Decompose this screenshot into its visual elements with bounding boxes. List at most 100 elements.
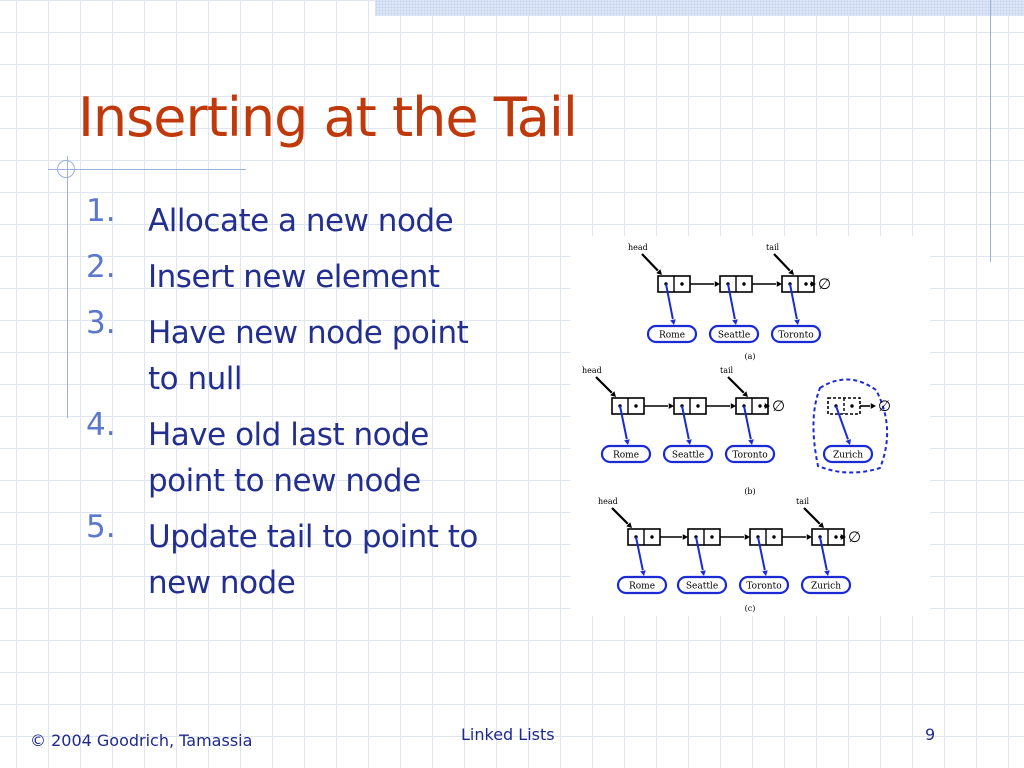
next-dot <box>834 535 838 539</box>
element-pointer-arrow <box>681 405 692 445</box>
arrow-shaft <box>789 283 798 320</box>
list-node <box>827 397 861 415</box>
new-node-outline <box>812 378 889 474</box>
element-pointer-arrow <box>757 536 768 576</box>
head-pointer-arrow <box>641 253 662 275</box>
element-label: Seattle <box>718 331 750 341</box>
arrow-head <box>840 534 846 540</box>
arrow-shaft <box>681 405 690 440</box>
arrow-head <box>824 570 830 576</box>
element-pointer-arrow <box>619 405 630 445</box>
next-dot <box>758 404 762 408</box>
arrow-head <box>744 534 750 540</box>
element-pill <box>646 324 698 344</box>
slide-title: Inserting at the Tail <box>78 86 578 149</box>
arrow-shaft <box>641 253 659 272</box>
arrow-head <box>762 570 768 576</box>
element-pill <box>676 575 728 595</box>
step-number: 5. <box>86 509 116 545</box>
arrow-shaft <box>819 536 828 571</box>
arrow-head <box>818 522 824 528</box>
arrow-head <box>794 319 800 325</box>
head-label: head <box>582 366 602 375</box>
arrow-head <box>845 439 851 445</box>
null-pointer-arrow <box>764 403 770 409</box>
head-pointer-arrow <box>611 507 632 528</box>
tail-label: tail <box>720 366 734 375</box>
footer-copyright: © 2004 Goodrich, Tamassia <box>30 731 253 750</box>
next-dot <box>772 535 776 539</box>
element-pill <box>662 444 714 464</box>
element-pill <box>738 575 790 595</box>
next-dot <box>680 282 684 286</box>
arrow-shaft <box>635 536 644 571</box>
next-pointer-arrow <box>644 403 674 409</box>
element-pill <box>822 444 874 464</box>
next-pointer-arrow <box>706 403 736 409</box>
tail-pointer-arrow <box>803 507 824 528</box>
list-node <box>657 275 691 293</box>
list-node <box>687 528 721 546</box>
arrow-shaft <box>803 507 821 525</box>
next-dot <box>710 535 714 539</box>
element-pill <box>724 444 776 464</box>
arrow-head <box>764 403 770 409</box>
null-pointer-arrow <box>810 281 816 287</box>
element-pointer-arrow <box>695 536 706 576</box>
element-pill <box>770 324 822 344</box>
step-text: Have old last node point to new node <box>148 417 429 499</box>
tail-label: tail <box>766 243 780 252</box>
element-pill <box>600 444 652 464</box>
arrow-head <box>670 319 676 325</box>
list-node <box>719 275 753 293</box>
element-label: Toronto <box>732 451 767 461</box>
arrow-head <box>742 391 748 397</box>
footer-page-number: 9 <box>925 725 936 744</box>
element-pointer-arrow <box>819 536 830 576</box>
element-label: Toronto <box>746 582 781 592</box>
next-pointer-arrow <box>660 534 688 540</box>
decorative-circle <box>57 160 75 178</box>
tail-pointer-arrow <box>727 376 748 397</box>
element-label: Toronto <box>778 331 813 341</box>
next-pointer-arrow <box>690 281 720 287</box>
step-number: 3. <box>86 305 116 341</box>
tail-label: tail <box>796 497 810 506</box>
next-dot <box>696 404 700 408</box>
arrow-head <box>668 403 674 409</box>
right-decorative-line <box>990 0 991 262</box>
step-text: Update tail to point to new node <box>148 519 478 601</box>
arrow-shaft <box>619 405 628 440</box>
arrow-shaft <box>595 376 613 394</box>
element-label: Rome <box>629 582 655 592</box>
next-dot <box>804 282 808 286</box>
panel-caption: (b) <box>744 487 755 496</box>
element-label: Seattle <box>672 451 704 461</box>
step-number: 1. <box>86 193 116 229</box>
element-pointer-arrow <box>665 283 676 325</box>
list-node <box>781 275 815 293</box>
null-symbol: ∅ <box>818 275 831 293</box>
null-symbol: ∅ <box>772 397 785 415</box>
arrow-head <box>730 403 736 409</box>
element-pill <box>708 324 760 344</box>
head-label: head <box>598 497 618 506</box>
arrow-head <box>686 439 692 445</box>
null-symbol: ∅ <box>878 397 891 415</box>
element-label: Zurich <box>811 582 841 592</box>
arrow-shaft <box>757 536 766 571</box>
null-pointer-arrow <box>860 403 876 409</box>
next-dot <box>634 404 638 408</box>
left-vertical-rule <box>67 156 68 418</box>
arrow-head <box>624 439 630 445</box>
arrow-head <box>714 281 720 287</box>
arrow-head <box>806 534 812 540</box>
panel-caption: (c) <box>745 604 756 613</box>
element-pointer-arrow <box>789 283 800 325</box>
null-symbol: ∅ <box>848 528 861 546</box>
arrow-shaft <box>611 507 629 525</box>
list-node <box>627 528 661 546</box>
